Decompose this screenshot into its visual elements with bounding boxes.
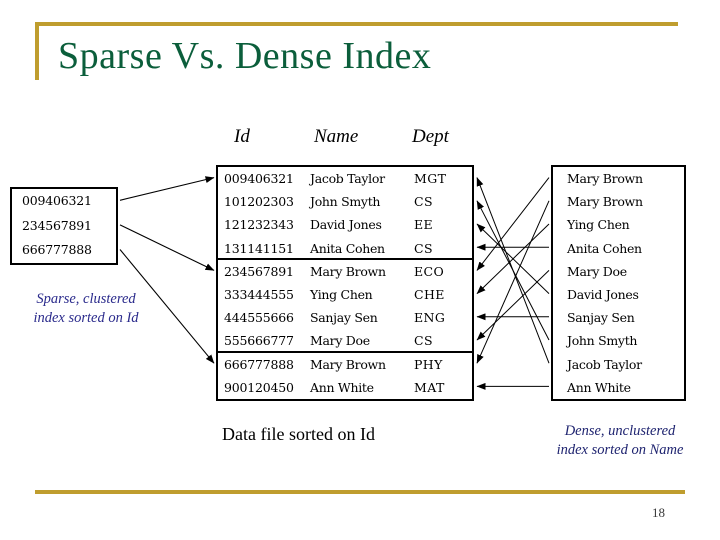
sparse-pointer-arrow [119, 176, 215, 201]
dense-pointer-arrow [476, 223, 550, 294]
dense-index-key: Mary Brown [567, 194, 643, 210]
dense-index-entry: Jacob Taylor [553, 353, 684, 376]
sparse-index-caption: Sparse, clustered index sorted on Id [2, 290, 170, 328]
table-row: 666777888 Mary Brown PHY [218, 353, 472, 376]
sparse-index-entry: 009406321 [12, 189, 116, 214]
table-row: 101202303 John Smyth CS [218, 190, 472, 213]
cell-id: 555666777 [224, 333, 294, 349]
dense-index-entry: John Smyth [553, 329, 684, 352]
sparse-pointer-arrow [119, 224, 215, 271]
cell-dept: PHY [414, 356, 443, 372]
table-row: 555666777 Mary Doe CS [218, 329, 472, 353]
cell-dept: CS [414, 194, 433, 210]
dense-index-key: Mary Brown [567, 171, 643, 186]
cell-name: Sanjay Sen [310, 310, 378, 326]
sparse-index-entry: 666777888 [12, 238, 116, 263]
cell-dept: CS [414, 240, 433, 256]
page-number: 18 [652, 505, 665, 520]
dense-index-entry: Ann White [553, 376, 684, 399]
dense-index-entry: Mary Brown [553, 190, 684, 213]
data-file-caption: Data file sorted on Id [222, 424, 375, 444]
cell-dept: CHE [414, 286, 445, 302]
cell-dept: ENG [414, 310, 446, 326]
cell-id: 900120450 [224, 379, 294, 395]
table-row: 333444555 Ying Chen CHE [218, 283, 472, 306]
sparse-caption-line-2: index sorted on Id [33, 310, 139, 326]
dense-index-entry: Ying Chen [553, 213, 684, 236]
cell-name: Jacob Taylor [310, 171, 385, 186]
data-file-column-headers: Id Name Dept [216, 126, 474, 154]
dense-index-entry: Anita Cohen [553, 237, 684, 260]
table-row: 009406321 Jacob Taylor MGT [218, 167, 472, 190]
cell-id: 009406321 [224, 171, 294, 186]
cell-id: 101202303 [224, 194, 294, 210]
table-row: 234567891 Mary Brown ECO [218, 260, 472, 283]
table-row: 900120450 Ann White MAT [218, 376, 472, 399]
dense-caption-line-2: index sorted on Name [556, 442, 684, 458]
column-header-dept: Dept [412, 126, 449, 147]
data-file-table: 009406321 Jacob Taylor MGT 101202303 John Sm… [216, 165, 474, 401]
dense-index-entry: David Jones [553, 283, 684, 306]
dense-pointer-arrow [476, 200, 550, 341]
column-header-name: Name [314, 126, 359, 147]
footer-accent-rule [35, 490, 685, 494]
dense-index-key: John Smyth [567, 333, 638, 349]
sparse-index-box: 009406321 234567891 666777888 [10, 187, 118, 265]
dense-index-key: Ann White [567, 379, 631, 395]
dense-pointer-arrow [476, 200, 550, 364]
dense-index-entry: Mary Brown [553, 167, 684, 190]
dense-pointer-arrow [476, 177, 550, 364]
dense-index-entry: Sanjay Sen [553, 306, 684, 329]
cell-id: 234567891 [224, 263, 294, 279]
dense-index-key: Ying Chen [567, 217, 630, 233]
title-accent-top-rule [35, 22, 678, 26]
column-header-id: Id [234, 126, 250, 147]
dense-index-key: Sanjay Sen [567, 310, 635, 326]
dense-index-key: David Jones [567, 286, 639, 302]
cell-name: Mary Brown [310, 263, 386, 279]
dense-index-key: Anita Cohen [567, 240, 642, 256]
sparse-index-pointers [119, 176, 215, 364]
dense-pointer-arrow [476, 223, 550, 294]
cell-name: Ying Chen [310, 286, 373, 302]
cell-name: Mary Doe [310, 333, 370, 349]
cell-id: 333444555 [224, 286, 294, 302]
cell-name: Ann White [310, 379, 374, 395]
cell-name: Mary Brown [310, 356, 386, 372]
page-title: Sparse Vs. Dense Index [58, 35, 432, 77]
dense-index-caption: Dense, unclustered index sorted on Name [520, 422, 720, 460]
cell-dept: MGT [414, 171, 447, 186]
dense-index-pointers [476, 177, 550, 390]
cell-name: David Jones [310, 217, 382, 233]
sparse-index-key: 234567891 [22, 217, 92, 233]
dense-pointer-arrow [476, 270, 550, 341]
cell-id: 666777888 [224, 356, 294, 372]
cell-id: 444555666 [224, 310, 294, 326]
cell-dept: EE [414, 217, 434, 233]
sparse-index-key: 009406321 [22, 193, 92, 208]
sparse-caption-line-1: Sparse, clustered [36, 291, 136, 307]
dense-index-key: Jacob Taylor [567, 356, 642, 372]
dense-caption-line-1: Dense, unclustered [564, 423, 676, 439]
dense-pointer-arrow [476, 177, 550, 271]
dense-index-entry: Mary Doe [553, 260, 684, 283]
dense-index-key: Mary Doe [567, 263, 627, 279]
cell-name: John Smyth [310, 194, 381, 210]
cell-id: 131141151 [224, 240, 294, 256]
table-row: 444555666 Sanjay Sen ENG [218, 306, 472, 329]
cell-dept: CS [414, 333, 433, 349]
cell-name: Anita Cohen [310, 240, 385, 256]
title-accent-left-bar [35, 22, 39, 80]
sparse-index-key: 666777888 [22, 242, 92, 258]
cell-id: 121232343 [224, 217, 294, 233]
cell-dept: ECO [414, 263, 445, 279]
table-row: 131141151 Anita Cohen CS [218, 237, 472, 260]
table-row: 121232343 David Jones EE [218, 213, 472, 236]
sparse-index-entry: 234567891 [12, 214, 116, 239]
cell-dept: MAT [414, 379, 445, 395]
